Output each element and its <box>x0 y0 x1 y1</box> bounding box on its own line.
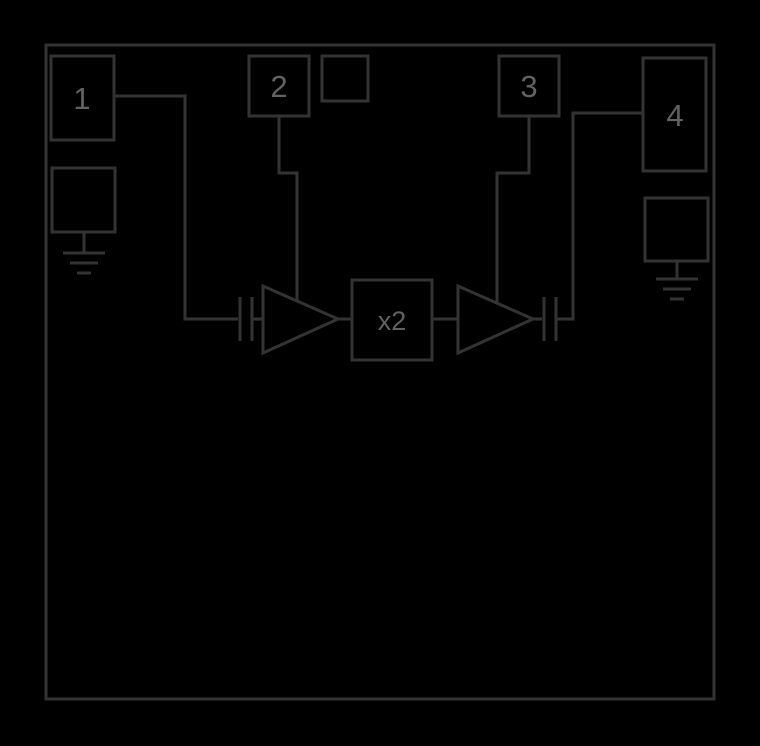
pin2-label: 2 <box>270 69 287 104</box>
pin4-label: 4 <box>666 98 683 133</box>
ground-symbol-right-icon <box>656 261 698 301</box>
pin1-label: 1 <box>73 81 90 116</box>
package-outline <box>44 43 716 701</box>
output-signal-wire <box>556 111 643 321</box>
unlabeled-pad-box <box>320 54 370 103</box>
input-signal-wire <box>114 94 238 321</box>
pin1-pad-box <box>49 54 116 142</box>
diagram-linework <box>44 43 716 701</box>
pin3-label: 3 <box>520 69 537 104</box>
multiplier-label: x2 <box>378 306 407 336</box>
ground-symbol-left-icon <box>63 232 105 275</box>
pin3-bias-wire <box>495 116 531 304</box>
diagram-labels: 1 2 3 4 x2 <box>73 69 683 336</box>
amplifier1-triangle-icon <box>261 283 342 356</box>
pin2-bias-wire <box>277 116 299 302</box>
